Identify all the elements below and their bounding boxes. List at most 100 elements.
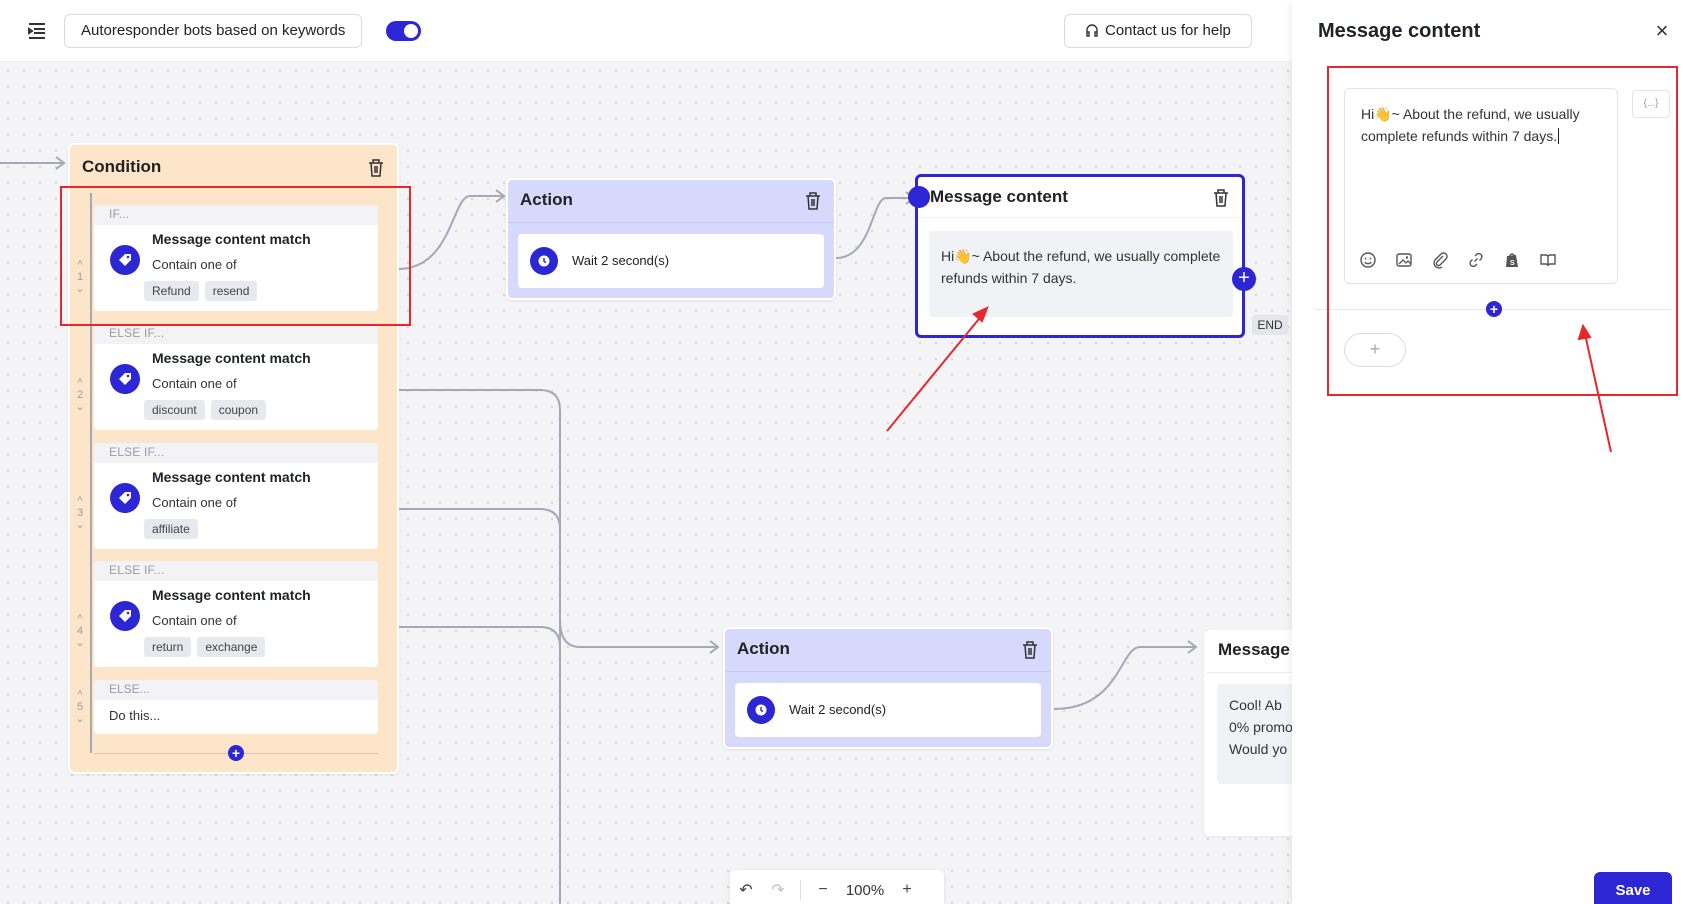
branch-header	[94, 443, 378, 463]
condition-branch-4[interactable]: ELSE IF... Message content match Contain…	[94, 561, 378, 667]
branch-number: 4	[76, 625, 84, 637]
collapse-menu-icon[interactable]	[26, 20, 48, 42]
divider	[918, 217, 1242, 218]
condition-branch-2[interactable]: ELSE IF... Message content match Contain…	[94, 324, 378, 430]
close-icon[interactable]: ×	[1655, 18, 1669, 43]
editor-toolbar: S	[1359, 251, 1557, 269]
insert-content-button[interactable]: +	[1486, 301, 1502, 317]
condition-else-branch[interactable]: ELSE... Do this...	[94, 680, 378, 734]
keyword-list: Refund resend	[144, 281, 258, 301]
trash-icon[interactable]	[804, 191, 822, 211]
end-badge: END	[1252, 315, 1288, 335]
add-branch-row: +	[94, 743, 378, 763]
insert-variable-button[interactable]: {...}	[1632, 90, 1670, 118]
branch-header	[94, 561, 378, 581]
wait-step[interactable]: Wait 2 second(s)	[735, 683, 1041, 737]
condition-branch-line	[90, 193, 92, 753]
branch-reorder-3[interactable]: ^3⌄	[75, 495, 85, 531]
trash-icon[interactable]	[1021, 640, 1039, 660]
input-port[interactable]	[908, 186, 930, 208]
branch-subtitle: Contain one of	[152, 613, 237, 628]
undo-icon[interactable]: ↶	[739, 882, 753, 899]
keyword-tag: coupon	[210, 400, 267, 420]
trash-icon[interactable]	[1212, 188, 1230, 208]
keyword-tag: discount	[144, 400, 205, 420]
branch-number: 3	[76, 507, 84, 519]
wait-text: Wait 2 second(s)	[789, 702, 887, 717]
branch-label: IF...	[109, 207, 130, 221]
add-next-step-button[interactable]: +	[1232, 267, 1256, 291]
branch-reorder-2[interactable]: ^2⌄	[75, 377, 85, 413]
panel-title: Message content	[1318, 20, 1481, 42]
branch-header	[94, 205, 378, 225]
attachment-icon[interactable]	[1431, 251, 1449, 269]
save-button[interactable]: Save	[1594, 872, 1672, 904]
shopify-icon[interactable]: S	[1503, 251, 1521, 269]
branch-label: ELSE IF...	[109, 563, 165, 577]
bot-enabled-toggle[interactable]	[386, 21, 421, 41]
branch-reorder-1[interactable]: ^1⌄	[75, 259, 85, 295]
add-content-button[interactable]: +	[1344, 333, 1406, 367]
image-icon[interactable]	[1395, 251, 1413, 269]
action-node-2[interactable]: Action Wait 2 second(s)	[723, 627, 1053, 749]
else-text: Do this...	[109, 708, 161, 723]
divider	[725, 671, 1051, 672]
canvas-toolbar: ↶ ↷ − 100% +	[730, 870, 944, 904]
message-preview: Cool! Ab 0% promo Would yo	[1217, 684, 1302, 784]
action-node-1[interactable]: Action Wait 2 second(s)	[506, 178, 836, 300]
branch-reorder-5[interactable]: ^5⌄	[75, 689, 85, 725]
branch-title: Message content match	[152, 350, 311, 366]
wait-step[interactable]: Wait 2 second(s)	[518, 234, 824, 288]
keyword-tag: resend	[204, 281, 258, 301]
zoom-in-button[interactable]: +	[902, 881, 912, 898]
zoom-out-button[interactable]: −	[818, 881, 828, 898]
headset-icon	[1086, 24, 1098, 37]
link-icon[interactable]	[1467, 251, 1485, 269]
tag-icon	[110, 483, 140, 513]
tag-icon	[110, 601, 140, 631]
action-title: Action	[520, 190, 573, 209]
condition-branch-3[interactable]: ELSE IF... Message content match Contain…	[94, 443, 378, 549]
zoom-level: 100%	[845, 881, 885, 899]
keyword-tag: affiliate	[144, 519, 198, 539]
keyword-tag: exchange	[197, 637, 266, 657]
divider	[1206, 672, 1302, 673]
svg-text:S: S	[1510, 260, 1515, 267]
contact-help-label: Contact us for help	[1105, 22, 1231, 39]
branch-subtitle: Contain one of	[152, 495, 237, 510]
knowledge-book-icon[interactable]	[1539, 251, 1557, 269]
clock-icon	[747, 696, 775, 724]
add-branch-button[interactable]: +	[228, 745, 244, 761]
message-title: Message content	[930, 187, 1068, 206]
keyword-list: return exchange	[144, 637, 266, 657]
tag-icon	[110, 245, 140, 275]
condition-title: Condition	[82, 157, 162, 176]
condition-branch-1[interactable]: IF... Message content match Contain one …	[94, 205, 378, 311]
divider	[508, 222, 834, 223]
bot-title-field[interactable]: Autoresponder bots based on keywords	[64, 14, 363, 48]
message-content-panel: Message content × ⋮⋮ Hi👋~ About the refu…	[1292, 0, 1700, 904]
message-node-1[interactable]: Message content Hi👋~ About the refund, w…	[908, 174, 1256, 338]
message-editor[interactable]: Hi👋~ About the refund, we usually comple…	[1344, 88, 1618, 284]
branch-number: 1	[76, 271, 84, 283]
trash-icon[interactable]	[367, 158, 385, 178]
branch-title: Message content match	[152, 587, 311, 603]
message-node-2[interactable]: Message content Cool! Ab 0% promo Would …	[1204, 630, 1304, 836]
top-bar: Autoresponder bots based on keywords Con…	[0, 0, 1292, 62]
branch-subtitle: Contain one of	[152, 376, 237, 391]
redo-icon[interactable]: ↷	[771, 882, 785, 899]
action-title: Action	[737, 639, 790, 658]
toolbar-separator	[800, 880, 801, 900]
wait-text: Wait 2 second(s)	[572, 253, 670, 268]
condition-node[interactable]: Condition IF... Message content match Co…	[68, 143, 399, 774]
keyword-tag: return	[144, 637, 192, 657]
message-title: Message content	[1218, 640, 1302, 659]
branch-reorder-4[interactable]: ^4⌄	[75, 613, 85, 649]
branch-subtitle: Contain one of	[152, 257, 237, 272]
contact-help-button[interactable]: Contact us for help	[1064, 14, 1252, 48]
clock-icon	[530, 247, 558, 275]
message-editor-text[interactable]: Hi👋~ About the refund, we usually comple…	[1361, 103, 1611, 147]
keyword-tag: Refund	[144, 281, 199, 301]
emoji-icon[interactable]	[1359, 251, 1377, 269]
branch-header	[94, 680, 378, 700]
